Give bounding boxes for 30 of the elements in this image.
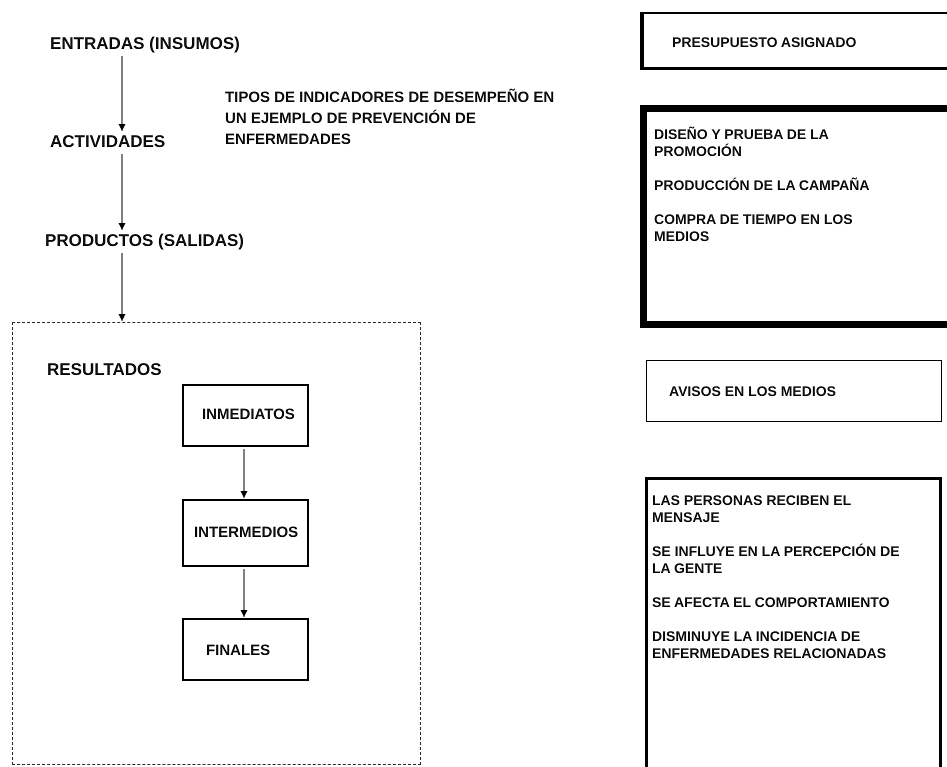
box-label: SE AFECTA EL COMPORTAMIENTO — [652, 594, 890, 611]
stage-label: PRODUCTOS (SALIDAS) — [45, 231, 244, 251]
box-label: DISMINUYE LA INCIDENCIA DE ENFERMEDADES RELACIONADAS — [652, 628, 888, 662]
indicator-box — [182, 618, 309, 681]
arrow — [118, 252, 126, 322]
box-label: LAS PERSONAS RECIBEN EL MENSAJE — [652, 492, 852, 526]
indicator-box — [182, 384, 309, 447]
box-label: DISEÑO Y PRUEBA DE LA PROMOCIÓN — [654, 126, 830, 160]
group-title: RESULTADOS — [47, 361, 162, 378]
arrow — [240, 568, 248, 618]
dashed-group-box — [12, 322, 421, 765]
box-label: PRESUPUESTO ASIGNADO — [672, 34, 858, 51]
box-label: COMPRA DE TIEMPO EN LOS MEDIOS — [654, 211, 854, 245]
box-label: PRODUCCIÓN DE LA CAMPAÑA — [654, 177, 870, 194]
indicator-box — [182, 499, 309, 567]
indicator-box — [640, 105, 947, 328]
indicator-box — [640, 12, 947, 70]
indicator-box — [646, 360, 942, 422]
box-label: INTERMEDIOS — [194, 524, 300, 541]
box-label: AVISOS EN LOS MEDIOS — [669, 383, 837, 400]
indicator-box — [645, 477, 942, 767]
box-label: FINALES — [206, 642, 272, 659]
arrow — [118, 154, 126, 230]
diagram-title: TIPOS DE INDICADORES DE DESEMPEÑO EN UN EJEMPLO DE PREVENCIÓN DE ENFERMEDADES — [225, 88, 555, 150]
arrow — [240, 448, 248, 498]
stage-label: ACTIVIDADES — [50, 132, 166, 152]
box-label: INMEDIATOS — [202, 406, 296, 423]
box-label: SE INFLUYE EN LA PERCEPCIÓN DE LA GENTE — [652, 543, 901, 577]
arrow — [118, 56, 126, 132]
stage-label: ENTRADAS (INSUMOS) — [50, 34, 240, 54]
